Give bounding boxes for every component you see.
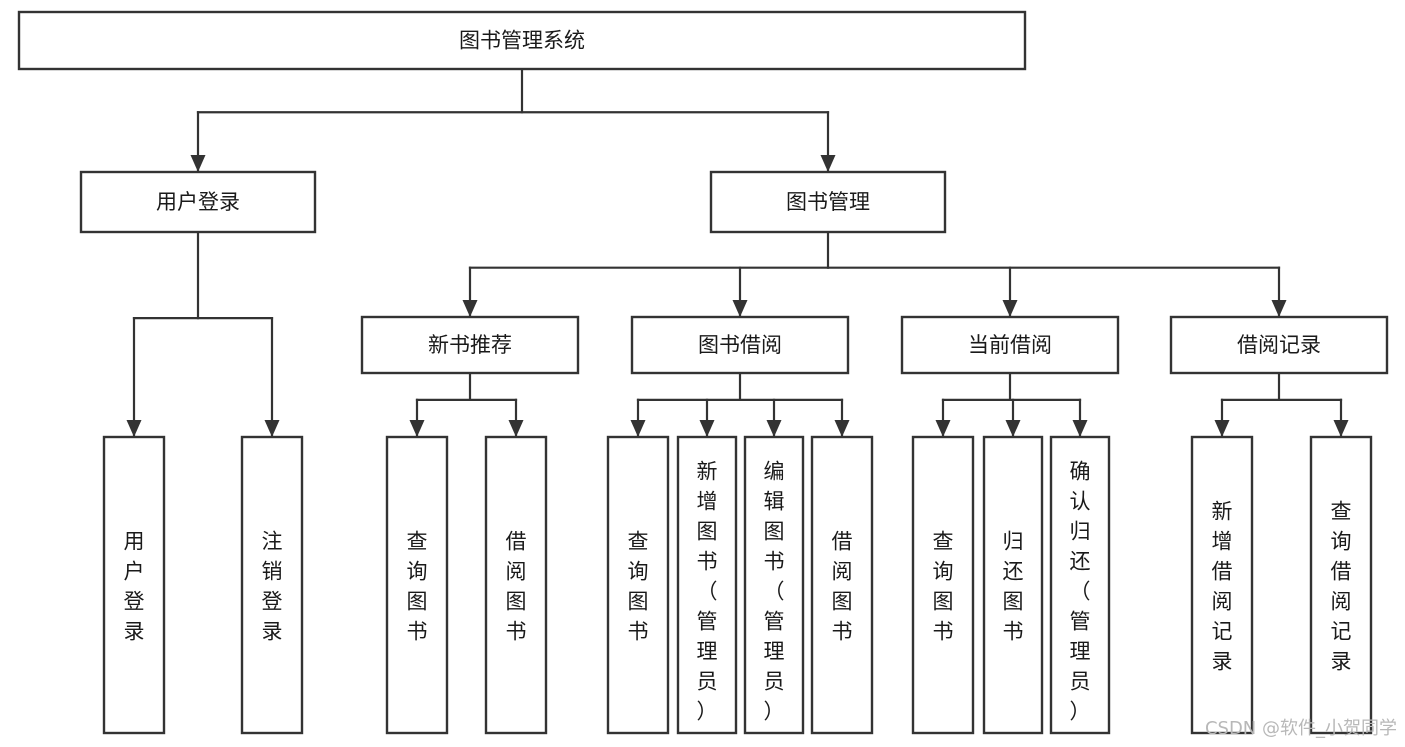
node-box-leaf-user-logout: [240, 435, 304, 735]
node-label-leaf-user-logout: 注销登录: [262, 529, 283, 643]
arrow-head-icon: [1002, 300, 1018, 317]
edge-group-user-login: [126, 230, 280, 438]
node-label-leaf-user-login: 用户登录: [124, 529, 145, 643]
edge-group-book-manage: [462, 230, 1287, 318]
arrow-head-icon: [462, 300, 478, 317]
arrow-head-icon: [1072, 420, 1088, 437]
node-box-user-login: [79, 170, 317, 234]
arrow-head-icon: [834, 420, 850, 437]
node-box-leaf-query-record: [1309, 435, 1373, 735]
node-box-leaf-query-book-2: [606, 435, 670, 735]
node-box-book-manage: [709, 170, 947, 234]
node-label-root: 图书管理系统: [459, 29, 585, 53]
node-label-new-book-recommend: 新书推荐: [428, 333, 512, 357]
edge-group-current-borrow: [935, 371, 1088, 438]
arrow-head-icon: [1271, 300, 1287, 317]
node-leaf-edit-book[interactable]: 编辑图书（管理员）: [743, 435, 805, 735]
arrow-head-icon: [1333, 420, 1349, 437]
node-box-leaf-return-book: [982, 435, 1044, 735]
node-new-book-recommend[interactable]: 新书推荐: [360, 315, 580, 375]
node-box-leaf-borrow-book-2: [810, 435, 874, 735]
node-label-leaf-query-book-1: 查询图书: [407, 529, 428, 643]
node-label-leaf-borrow-book-1: 借阅图书: [506, 529, 527, 643]
arrow-head-icon: [508, 420, 524, 437]
edge-group-borrow-record: [1214, 371, 1349, 438]
node-leaf-query-book-3[interactable]: 查询图书: [911, 435, 975, 735]
node-label-leaf-return-book: 归还图书: [1003, 529, 1024, 643]
arrow-head-icon: [1005, 420, 1021, 437]
node-leaf-borrow-book-2[interactable]: 借阅图书: [810, 435, 874, 735]
node-box-leaf-add-record: [1190, 435, 1254, 735]
node-leaf-query-record[interactable]: 查询借阅记录: [1309, 435, 1373, 735]
node-leaf-add-book[interactable]: 新增图书（管理员）: [676, 435, 738, 735]
arrow-head-icon: [766, 420, 782, 437]
arrow-head-icon: [126, 420, 142, 437]
node-label-current-borrow: 当前借阅: [968, 333, 1052, 357]
arrow-head-icon: [190, 155, 206, 172]
node-box-new-book-recommend: [360, 315, 580, 375]
node-leaf-user-login[interactable]: 用户登录: [102, 435, 166, 735]
node-label-borrow-record: 借阅记录: [1237, 333, 1321, 357]
node-book-manage[interactable]: 图书管理: [709, 170, 947, 234]
node-label-leaf-add-record: 新增借阅记录: [1212, 499, 1233, 673]
node-leaf-query-book-2[interactable]: 查询图书: [606, 435, 670, 735]
arrow-head-icon: [699, 420, 715, 437]
node-box-leaf-confirm-return: [1049, 435, 1111, 735]
node-leaf-confirm-return[interactable]: 确认归还（管理员）: [1049, 435, 1111, 735]
node-leaf-return-book[interactable]: 归还图书: [982, 435, 1044, 735]
node-borrow-record[interactable]: 借阅记录: [1169, 315, 1389, 375]
node-label-leaf-add-book: 新增图书（管理员）: [697, 459, 718, 723]
node-label-book-manage: 图书管理: [786, 190, 870, 214]
connector-layer: [126, 67, 1349, 438]
arrow-head-icon: [630, 420, 646, 437]
arrow-head-icon: [732, 300, 748, 317]
node-box-leaf-edit-book: [743, 435, 805, 735]
node-leaf-borrow-book-1[interactable]: 借阅图书: [484, 435, 548, 735]
node-label-book-borrow: 图书借阅: [698, 333, 782, 357]
node-leaf-user-logout[interactable]: 注销登录: [240, 435, 304, 735]
node-leaf-query-book-1[interactable]: 查询图书: [385, 435, 449, 735]
node-box-root: [17, 10, 1027, 71]
node-box-leaf-add-book: [676, 435, 738, 735]
edge-group-root: [190, 67, 836, 173]
arrow-head-icon: [935, 420, 951, 437]
node-label-leaf-query-record: 查询借阅记录: [1331, 499, 1352, 673]
arrow-head-icon: [409, 420, 425, 437]
node-label-leaf-confirm-return: 确认归还（管理员）: [1070, 459, 1091, 723]
arrow-head-icon: [264, 420, 280, 437]
node-box-current-borrow: [900, 315, 1120, 375]
node-current-borrow[interactable]: 当前借阅: [900, 315, 1120, 375]
node-root[interactable]: 图书管理系统: [17, 10, 1027, 71]
node-box-leaf-query-book-3: [911, 435, 975, 735]
edge-group-new-book-recommend: [409, 371, 524, 438]
node-box-leaf-query-book-1: [385, 435, 449, 735]
node-leaf-add-record[interactable]: 新增借阅记录: [1190, 435, 1254, 735]
node-box-book-borrow: [630, 315, 850, 375]
node-label-leaf-query-book-2: 查询图书: [628, 529, 649, 643]
arrow-head-icon: [1214, 420, 1230, 437]
node-book-borrow[interactable]: 图书借阅: [630, 315, 850, 375]
node-box-borrow-record: [1169, 315, 1389, 375]
node-label-user-login: 用户登录: [156, 190, 240, 214]
node-label-leaf-query-book-3: 查询图书: [933, 529, 954, 643]
node-label-leaf-borrow-book-2: 借阅图书: [832, 529, 853, 643]
edge-group-book-borrow: [630, 371, 850, 438]
node-box-leaf-borrow-book-1: [484, 435, 548, 735]
node-user-login[interactable]: 用户登录: [79, 170, 317, 234]
node-label-leaf-edit-book: 编辑图书（管理员）: [764, 459, 785, 723]
node-box-leaf-user-login: [102, 435, 166, 735]
node-layer: 图书管理系统用户登录图书管理新书推荐图书借阅当前借阅借阅记录用户登录注销登录查询…: [17, 10, 1389, 735]
arrow-head-icon: [820, 155, 836, 172]
